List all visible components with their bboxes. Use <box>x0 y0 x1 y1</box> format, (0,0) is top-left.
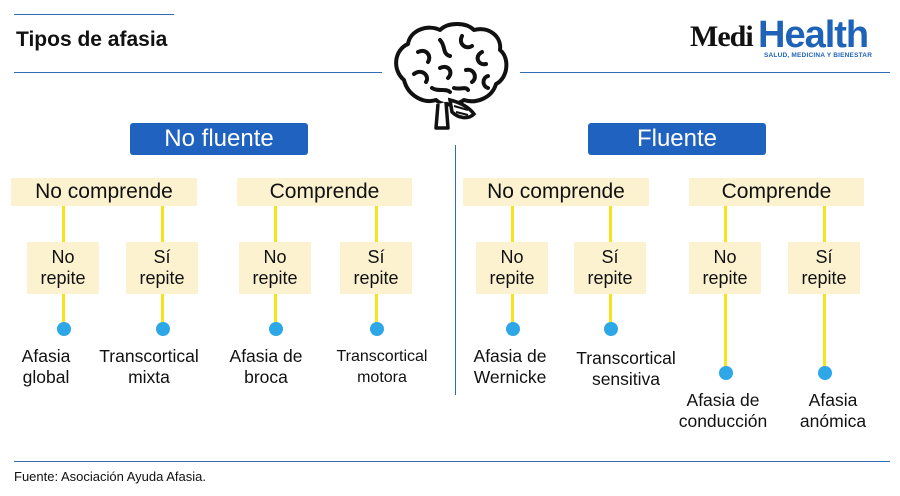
logo-health: Health <box>758 14 869 56</box>
header-rule-left <box>14 72 382 73</box>
connector <box>274 294 277 328</box>
brain-icon <box>394 22 509 130</box>
category-no-comprende-1: No comprende <box>11 178 197 206</box>
connector <box>274 206 277 242</box>
connector <box>161 206 164 242</box>
result-afasia-anomica: Afasia anómica <box>799 390 867 431</box>
result-afasia-global: Afasia global <box>21 346 71 387</box>
result-afasia-de-wernicke: Afasia de Wernicke <box>473 346 547 387</box>
result-transcortical-mixta: Transcortical mixta <box>99 346 199 387</box>
header-rule-right <box>520 72 890 73</box>
category-no-comprende-2: No comprende <box>463 178 649 206</box>
group-header-no-fluente: No fluente <box>130 123 308 155</box>
box-no-repite: No repite <box>27 242 99 294</box>
center-divider <box>455 145 456 395</box>
logo-medi: Medi <box>690 20 754 53</box>
connector <box>609 206 612 242</box>
node-dot <box>57 322 71 336</box>
result-transcortical-motora: Transcortical motora <box>336 348 428 386</box>
node-dot <box>719 366 733 380</box>
box-si-repite: Sí repite <box>574 242 646 294</box>
result-afasia-de-broca: Afasia de broca <box>229 346 303 387</box>
node-dot <box>604 322 618 336</box>
connector <box>609 294 612 328</box>
connector <box>375 206 378 242</box>
node-dot <box>269 322 283 336</box>
connector <box>511 206 514 242</box>
node-dot <box>370 322 384 336</box>
result-afasia-de-conduccion: Afasia de conducción <box>678 390 768 431</box>
connector <box>62 206 65 242</box>
footer-rule <box>14 461 890 462</box>
group-header-fluente: Fluente <box>588 123 766 155</box>
node-dot <box>818 366 832 380</box>
connector <box>724 206 727 242</box>
connector <box>375 294 378 328</box>
logo-tagline: SALUD, MEDICINA Y BIENESTAR <box>764 52 873 59</box>
node-dot <box>156 322 170 336</box>
medihealth-logo: Medi Health SALUD, MEDICINA Y BIENESTAR <box>690 14 880 62</box>
connector <box>62 294 65 328</box>
box-no-repite: No repite <box>689 242 761 294</box>
node-dot <box>506 322 520 336</box>
connector <box>161 294 164 328</box>
connector <box>823 206 826 242</box>
connector <box>823 294 826 372</box>
box-si-repite: Sí repite <box>788 242 860 294</box>
source-note: Fuente: Asociación Ayuda Afasia. <box>14 469 207 484</box>
connector <box>724 294 727 372</box>
connector <box>511 294 514 328</box>
result-transcortical-sensitiva: Transcortical sensitiva <box>576 348 676 389</box>
box-no-repite: No repite <box>239 242 311 294</box>
page-title: Tipos de afasia <box>16 28 168 51</box>
category-comprende-2: Comprende <box>689 178 864 206</box>
box-no-repite: No repite <box>476 242 548 294</box>
category-comprende-1: Comprende <box>237 178 412 206</box>
box-si-repite: Sí repite <box>340 242 412 294</box>
box-si-repite: Sí repite <box>126 242 198 294</box>
title-top-rule <box>14 14 174 15</box>
